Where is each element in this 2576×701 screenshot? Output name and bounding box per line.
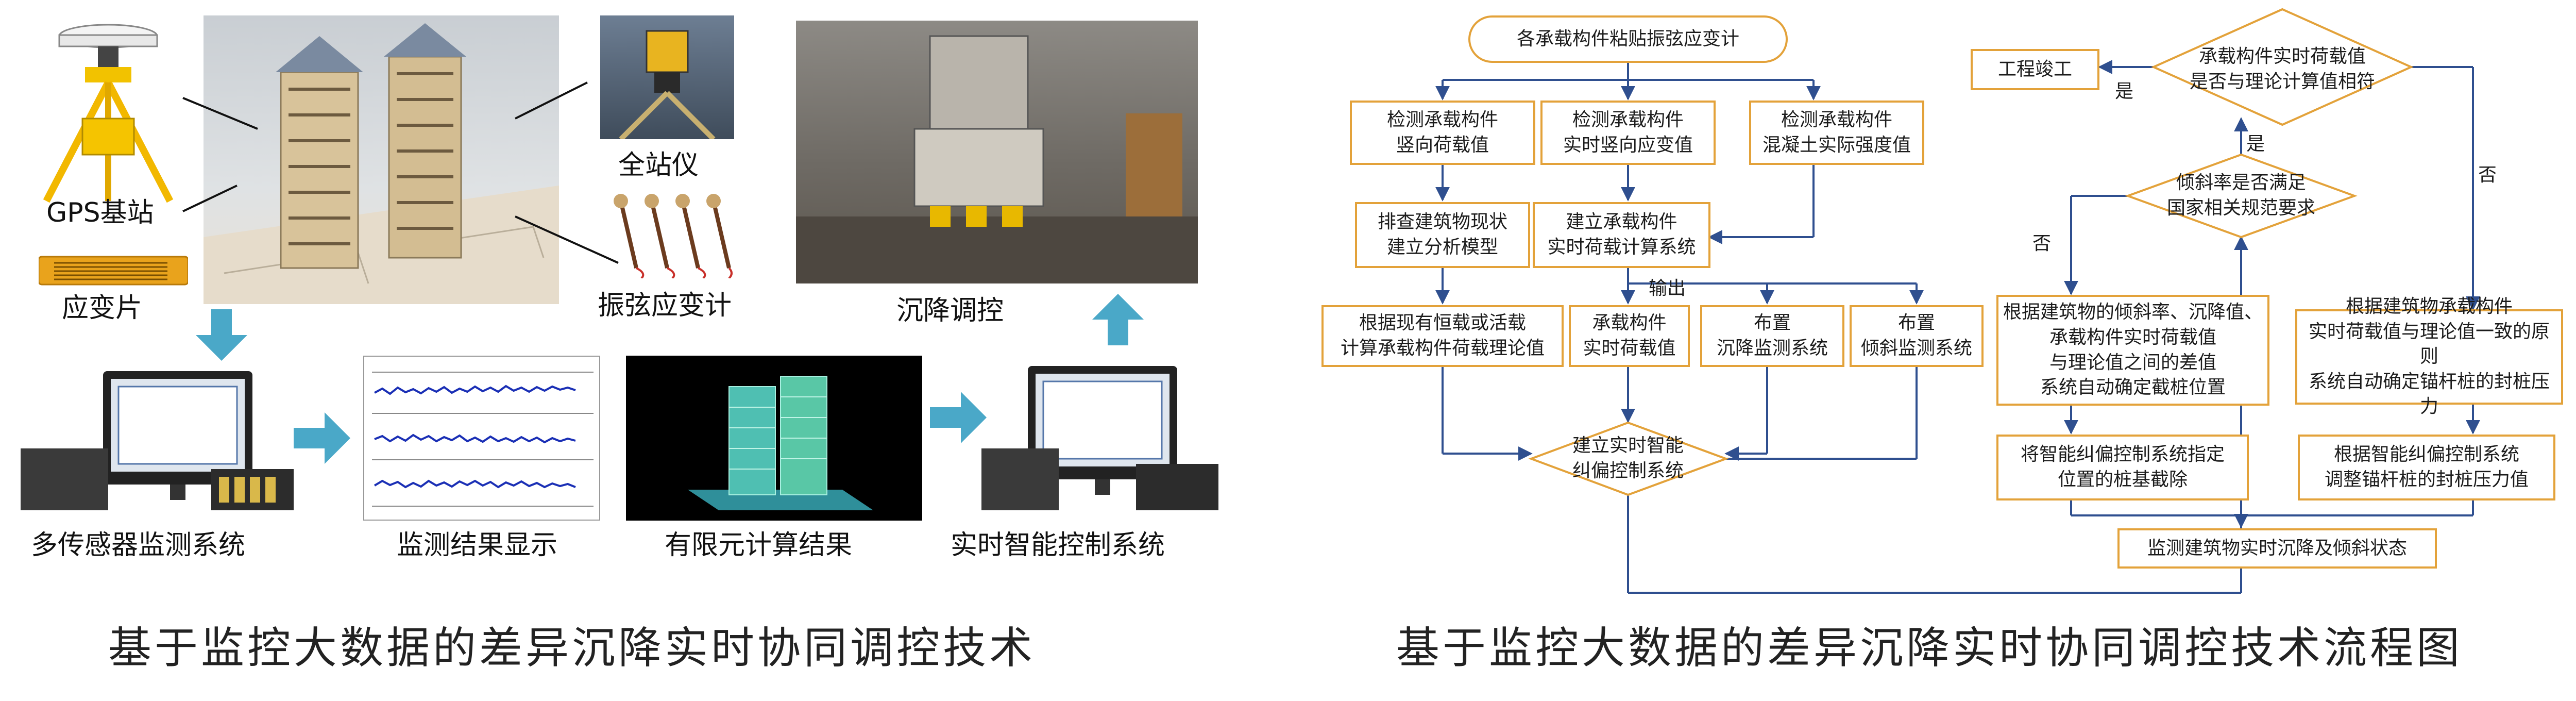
realtime-control-label: 实时智能控制系统 xyxy=(951,530,1165,561)
gps-label: GPS基站 xyxy=(46,197,154,228)
vibrating-wire-label: 振弦应变计 xyxy=(598,290,732,321)
monitor-result-image xyxy=(363,356,600,521)
total-station-image xyxy=(600,15,734,139)
multi-sensor-label: 多传感器监测系统 xyxy=(31,530,246,561)
node-anchor-principle: 根据建筑物承载构件 实时荷载值与理论值一致的原则 系统自动确定锚杆桩的封桩压力 xyxy=(2295,296,2563,417)
node-pile-cut: 将智能纠偏控制系统指定 位置的桩基截除 xyxy=(1996,435,2249,500)
settlement-control-label: 沉降调控 xyxy=(896,295,1004,326)
multi-sensor-image xyxy=(15,366,299,515)
arrow-up-icon xyxy=(1092,294,1144,345)
flowchart-caption: 基于监控大数据的差异沉降实时协同调控技术流程图 xyxy=(1396,623,2463,673)
strain-gauge-image xyxy=(39,253,188,289)
gps-station-image xyxy=(31,15,185,206)
node-completion: 工程竣工 xyxy=(1971,49,2099,90)
node-settlement-monitor: 布置 沉降监测系统 xyxy=(1700,305,1844,367)
node-start: 各承载构件粘贴振弦应变计 xyxy=(1468,15,1788,63)
monitor-display-label: 监测结果显示 xyxy=(397,530,558,561)
node-anchor-adjust: 根据智能纠偏控制系统 调整锚杆桩的封桩压力值 xyxy=(2298,435,2555,500)
fem-result-image xyxy=(626,356,922,521)
node-realtime-load: 承载构件 实时荷载值 xyxy=(1569,305,1690,367)
edge-label-no-left: 否 xyxy=(2032,233,2052,254)
realtime-control-image xyxy=(981,361,1224,515)
strain-gauge-label: 应变片 xyxy=(62,293,143,324)
node-tilt-monitor: 布置 倾斜监测系统 xyxy=(1850,305,1984,367)
edge-label-yes-completion: 是 xyxy=(2115,81,2134,102)
arrow-down-icon xyxy=(196,309,247,361)
vibrating-wire-image xyxy=(605,191,739,278)
node-build-calc: 建立承载构件 实时荷载计算系统 xyxy=(1533,202,1710,268)
node-investigate: 排查建筑物现状 建立分析模型 xyxy=(1355,202,1530,268)
node-smart-system: 建立实时智能 纠偏控制系统 xyxy=(1572,435,1684,481)
node-monitor-state: 监测建筑物实时沉降及倾斜状态 xyxy=(2117,528,2437,569)
node-detect-vertical-load: 检测承载构件 竖向荷载值 xyxy=(1350,101,1535,165)
pointer-lines xyxy=(182,81,619,264)
total-station-label: 全站仪 xyxy=(618,150,699,181)
edge-label-output: 输出 xyxy=(1649,278,1686,299)
node-pile-position: 根据建筑物的倾斜率、沉降值、 承载构件实时荷载值 与理论值之间的差值 系统自动确… xyxy=(1996,295,2269,406)
node-detect-concrete: 检测承载构件 混凝土实际强度值 xyxy=(1749,101,1924,165)
node-calc-theory: 根据现有恒载或活载 计算承载构件荷载理论值 xyxy=(1321,305,1564,367)
node-decision-tilt: 倾斜率是否满足 国家相关规范要求 xyxy=(2166,172,2315,219)
fem-result-label: 有限元计算结果 xyxy=(665,530,853,561)
node-detect-strain: 检测承载构件 实时竖向应变值 xyxy=(1540,101,1716,165)
edge-label-yes-tilt: 是 xyxy=(2246,133,2265,155)
arrow-right-icon xyxy=(294,412,350,464)
left-caption: 基于监控大数据的差异沉降实时协同调控技术 xyxy=(108,623,1036,673)
edge-label-no-right: 否 xyxy=(2478,164,2497,186)
settlement-photo xyxy=(796,21,1198,283)
flowchart-connectors xyxy=(1435,8,2480,594)
arrow-right-icon xyxy=(930,392,987,443)
node-decision-load: 承载构件实时荷载值 是否与理论计算值相符 xyxy=(2189,46,2375,92)
building-model-image xyxy=(204,15,559,304)
